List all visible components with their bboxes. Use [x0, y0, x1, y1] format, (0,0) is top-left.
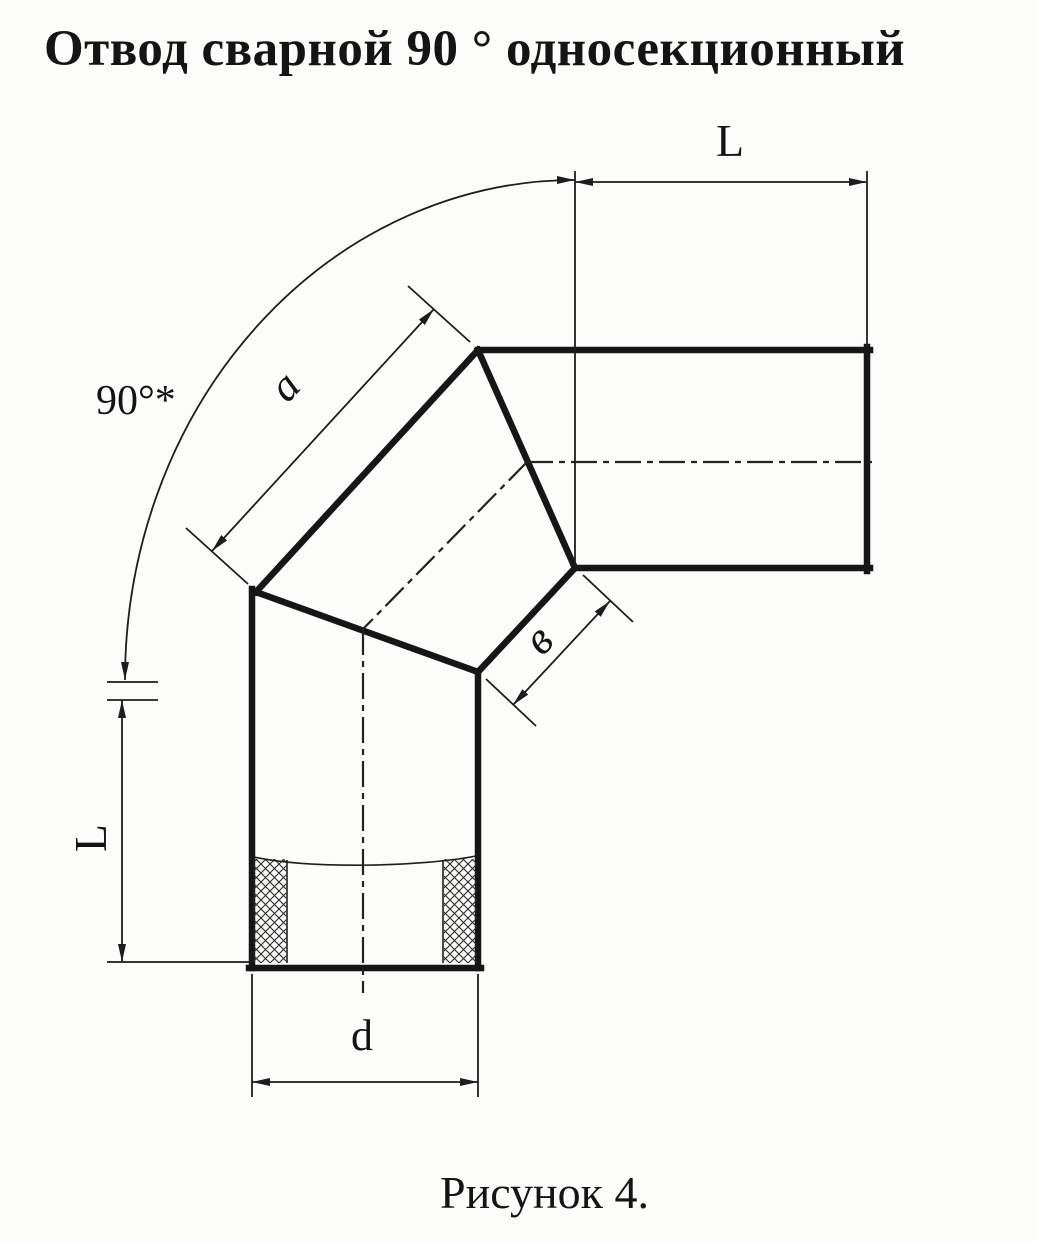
label-dim-b: в: [513, 614, 564, 664]
dimension-labels: L L 90°* a в d: [65, 115, 744, 1060]
upper-weld-seam: [473, 345, 580, 573]
dimension-lines: [107, 171, 868, 1097]
center-lines: [361, 460, 872, 993]
angle-arc-90: [121, 176, 576, 681]
dimension-line-a: [211, 308, 435, 552]
extension-line-a-lower: [185, 527, 249, 585]
hatch-right-wall: [444, 859, 477, 963]
extension-line-a-upper: [407, 285, 471, 343]
hatch-top-break-line: [253, 855, 477, 866]
drawing-title: Отвод сварной 90 ° односекционный: [44, 21, 906, 77]
extension-line-b-lower: [485, 678, 537, 727]
label-angle-90: 90°*: [96, 378, 176, 424]
label-dim-a: a: [259, 361, 310, 411]
label-dim-d: d: [351, 1011, 373, 1060]
label-length-left: L: [65, 824, 116, 852]
label-length-top: L: [716, 115, 744, 166]
diagonal-axis-centerline: [362, 461, 528, 630]
pipe-outlines: [245, 343, 874, 972]
wall-section-hatch: [253, 855, 477, 963]
figure-caption: Рисунок 4.: [440, 1167, 649, 1218]
hatch-left-wall: [253, 859, 286, 963]
dimension-line-b: [512, 600, 611, 706]
extension-line-b-upper: [582, 574, 634, 623]
lower-weld-seam: [251, 587, 483, 677]
